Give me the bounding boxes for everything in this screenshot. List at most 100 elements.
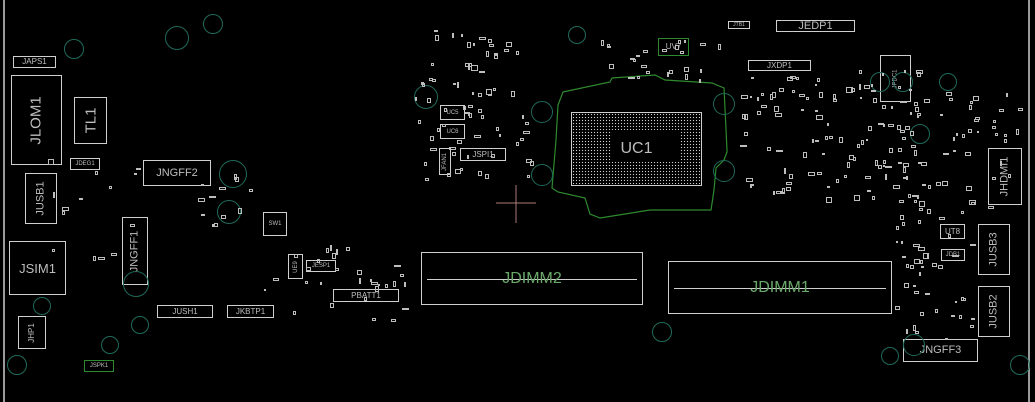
smd-component[interactable] <box>977 131 979 133</box>
smd-component[interactable] <box>875 160 878 166</box>
smd-component[interactable] <box>839 137 843 143</box>
smd-component[interactable] <box>525 122 529 125</box>
smd-component[interactable] <box>628 77 635 79</box>
smd-component[interactable] <box>956 133 958 136</box>
smd-component[interactable] <box>936 182 941 186</box>
smd-component[interactable] <box>871 90 876 92</box>
smd-component[interactable] <box>826 197 832 203</box>
smd-component[interactable] <box>375 286 379 292</box>
smd-component[interactable] <box>883 165 885 167</box>
smd-component[interactable] <box>493 88 496 91</box>
smd-component[interactable] <box>479 37 486 40</box>
component-JHDMI1[interactable]: JHDMI1 <box>988 148 1022 205</box>
smd-component[interactable] <box>504 49 509 52</box>
smd-component[interactable] <box>970 325 974 328</box>
smd-component[interactable] <box>415 97 417 101</box>
smd-component[interactable] <box>111 253 117 256</box>
smd-component[interactable] <box>922 184 926 186</box>
smd-component[interactable] <box>452 152 456 156</box>
smd-component[interactable] <box>897 125 901 130</box>
smd-component[interactable] <box>317 259 320 263</box>
smd-component[interactable] <box>264 289 266 291</box>
smd-component[interactable] <box>940 114 943 116</box>
smd-component[interactable] <box>718 44 721 50</box>
smd-component[interactable] <box>904 283 909 288</box>
smd-component[interactable] <box>914 102 918 106</box>
smd-component[interactable] <box>1008 174 1011 178</box>
smd-component[interactable] <box>330 303 334 308</box>
smd-component[interactable] <box>893 185 900 189</box>
smd-component[interactable] <box>468 112 470 116</box>
smd-component[interactable] <box>1000 161 1002 166</box>
smd-component[interactable] <box>684 67 689 72</box>
smd-component[interactable] <box>867 190 871 192</box>
smd-component[interactable] <box>326 248 329 253</box>
smd-component[interactable] <box>905 126 910 130</box>
smd-component[interactable] <box>757 97 759 101</box>
smd-component[interactable] <box>920 312 924 316</box>
smd-component[interactable] <box>878 165 882 169</box>
smd-component[interactable] <box>827 186 830 188</box>
smd-component[interactable] <box>209 196 216 198</box>
smd-component[interactable] <box>851 88 855 92</box>
smd-component[interactable] <box>915 331 919 334</box>
smd-component[interactable] <box>815 140 819 142</box>
smd-component[interactable] <box>992 177 996 180</box>
smd-component[interactable] <box>371 282 378 285</box>
smd-component[interactable] <box>675 45 679 50</box>
smd-component[interactable] <box>919 208 923 211</box>
smd-component[interactable] <box>522 115 524 119</box>
smd-component[interactable] <box>62 207 69 211</box>
smd-component[interactable] <box>520 138 524 141</box>
smd-component[interactable] <box>294 254 298 258</box>
smd-component[interactable] <box>920 260 923 264</box>
smd-component[interactable] <box>761 105 767 108</box>
smd-component[interactable] <box>641 65 647 68</box>
smd-component[interactable] <box>859 70 862 74</box>
smd-component[interactable] <box>906 176 908 180</box>
smd-component[interactable] <box>888 124 894 127</box>
smd-component[interactable] <box>372 318 376 321</box>
smd-component[interactable] <box>699 79 701 83</box>
smd-component[interactable] <box>757 111 761 115</box>
smd-component[interactable] <box>427 98 431 103</box>
smd-component[interactable] <box>815 84 817 86</box>
smd-component[interactable] <box>959 315 962 319</box>
smd-component[interactable] <box>883 160 886 164</box>
smd-component[interactable] <box>912 195 919 197</box>
smd-component[interactable] <box>394 265 401 267</box>
component-JDEG1[interactable]: JDEG1 <box>70 158 100 170</box>
component-JNGFF2[interactable]: JNGFF2 <box>143 160 211 186</box>
smd-component[interactable] <box>430 136 434 141</box>
component-JUSH1[interactable]: JUSH1 <box>157 305 213 318</box>
smd-component[interactable] <box>761 93 764 96</box>
smd-component[interactable] <box>684 40 686 43</box>
smd-component[interactable] <box>963 298 966 301</box>
smd-component[interactable] <box>449 147 456 150</box>
smd-component[interactable] <box>62 211 65 215</box>
smd-component[interactable] <box>909 89 912 91</box>
component-JUSB1[interactable]: JUSB1 <box>25 173 57 224</box>
smd-component[interactable] <box>346 247 350 251</box>
smd-component[interactable] <box>904 70 906 73</box>
component-JESP1[interactable]: JESP1 <box>306 260 336 272</box>
smd-component[interactable] <box>822 153 825 155</box>
smd-component[interactable] <box>335 268 339 271</box>
smd-component[interactable] <box>902 256 906 258</box>
smd-component[interactable] <box>919 201 925 207</box>
smd-component[interactable] <box>801 109 804 111</box>
smd-component[interactable] <box>815 110 818 112</box>
smd-component[interactable] <box>130 224 135 227</box>
smd-component[interactable] <box>928 185 931 189</box>
smd-component[interactable] <box>306 267 311 271</box>
smd-component[interactable] <box>908 194 911 198</box>
smd-component[interactable] <box>953 137 955 141</box>
smd-component[interactable] <box>465 63 472 67</box>
smd-component[interactable] <box>952 255 959 257</box>
smd-component[interactable] <box>775 113 782 117</box>
smd-component[interactable] <box>646 71 650 74</box>
smd-component[interactable] <box>486 51 489 57</box>
smd-component[interactable] <box>238 208 242 214</box>
smd-component[interactable] <box>854 195 860 201</box>
smd-component[interactable] <box>949 98 953 101</box>
